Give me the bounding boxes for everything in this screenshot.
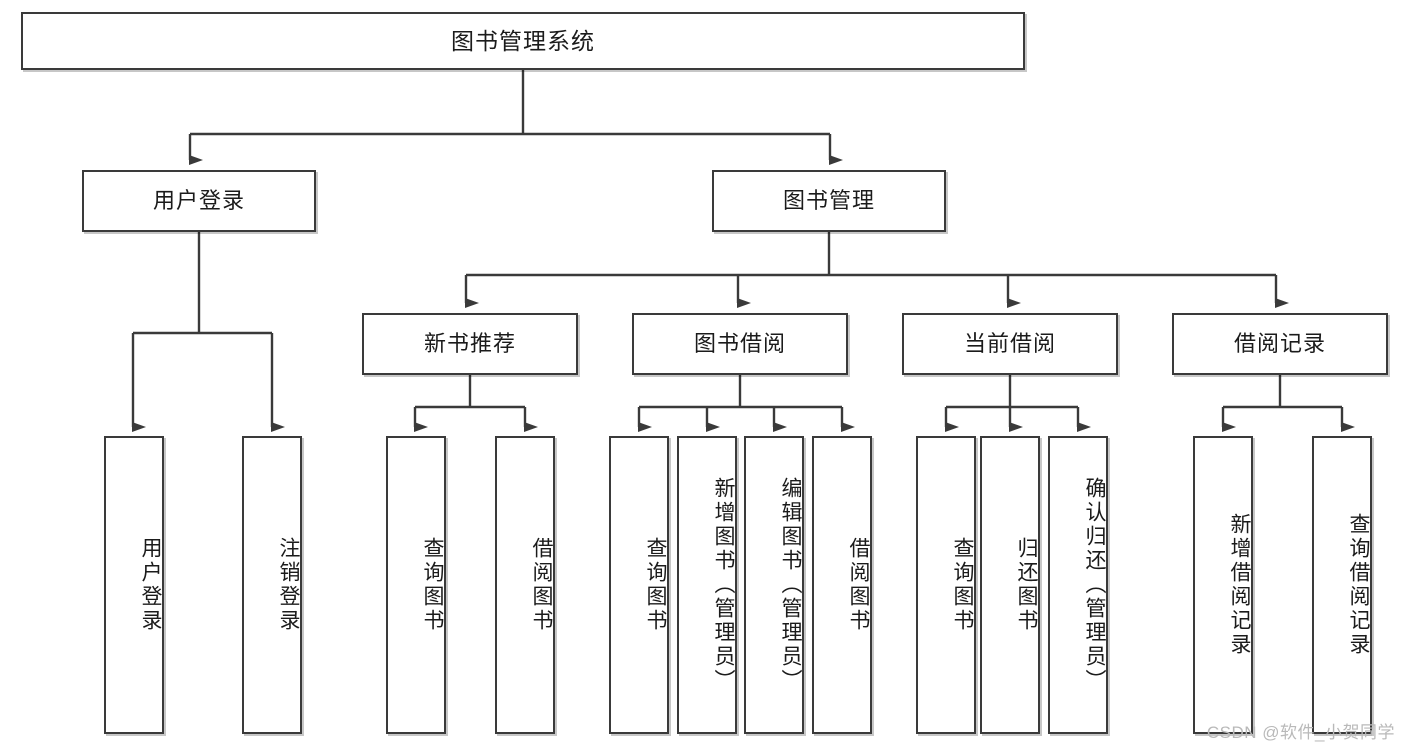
node-label: 借阅图书 — [530, 537, 553, 633]
node-leaf-query-book-c[interactable]: 查询图书 — [916, 436, 976, 734]
node-label: 新书推荐 — [423, 331, 516, 357]
node-leaf-logout[interactable]: 注销登录 — [242, 436, 302, 734]
node-leaf-query-book-a[interactable]: 查询图书 — [386, 436, 446, 734]
node-label: 查询图书 — [951, 537, 974, 633]
node-borrow-record[interactable]: 借阅记录 — [1172, 313, 1388, 375]
node-label: 借阅图书 — [847, 537, 870, 633]
node-label: 编辑图书（管理员） — [779, 477, 802, 693]
node-label: 当前借阅 — [963, 331, 1056, 357]
node-leaf-borrow-book-a[interactable]: 借阅图书 — [495, 436, 555, 734]
node-label: 借阅记录 — [1233, 331, 1326, 357]
node-label: 注销登录 — [277, 537, 300, 633]
node-label: 查询图书 — [644, 537, 667, 633]
node-leaf-user-login[interactable]: 用户登录 — [104, 436, 164, 734]
node-leaf-return-book[interactable]: 归还图书 — [980, 436, 1040, 734]
node-leaf-confirm-return-admin[interactable]: 确认归还（管理员） — [1048, 436, 1108, 734]
node-label: 图书借阅 — [693, 331, 786, 357]
node-label: 新增图书（管理员） — [712, 477, 735, 693]
node-label: 新增借阅记录 — [1228, 513, 1251, 657]
node-new-book-recommend[interactable]: 新书推荐 — [362, 313, 578, 375]
node-label: 归还图书 — [1015, 537, 1038, 633]
watermark: CSDN @软件_小贺同学 — [1206, 723, 1395, 742]
node-leaf-query-record[interactable]: 查询借阅记录 — [1312, 436, 1372, 734]
node-current-borrow[interactable]: 当前借阅 — [902, 313, 1118, 375]
node-label: 查询借阅记录 — [1347, 513, 1370, 657]
node-leaf-add-record[interactable]: 新增借阅记录 — [1193, 436, 1253, 734]
node-label: 图书管理 — [782, 188, 875, 214]
node-book-borrow[interactable]: 图书借阅 — [632, 313, 848, 375]
node-root-system[interactable]: 图书管理系统 — [21, 12, 1025, 70]
node-leaf-edit-book-admin[interactable]: 编辑图书（管理员） — [744, 436, 804, 734]
node-book-manage[interactable]: 图书管理 — [712, 170, 946, 232]
node-user-login[interactable]: 用户登录 — [82, 170, 316, 232]
node-label: 查询图书 — [421, 537, 444, 633]
node-label: 用户登录 — [139, 537, 162, 633]
node-label: 确认归还（管理员） — [1083, 477, 1106, 693]
node-label: 图书管理系统 — [451, 27, 595, 54]
node-leaf-add-book-admin[interactable]: 新增图书（管理员） — [677, 436, 737, 734]
node-label: 用户登录 — [152, 188, 245, 214]
node-leaf-query-book-b[interactable]: 查询图书 — [609, 436, 669, 734]
node-leaf-borrow-book-b[interactable]: 借阅图书 — [812, 436, 872, 734]
